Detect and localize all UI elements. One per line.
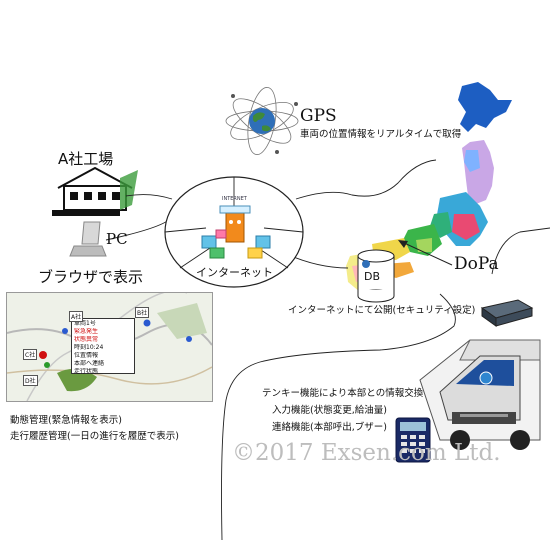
db-label: DB xyxy=(364,270,381,283)
popup-line: 本部へ連絡 xyxy=(74,360,105,367)
dopa-arrow-icon xyxy=(398,240,453,266)
gps-satellite-icon xyxy=(225,87,299,155)
pc-icon xyxy=(69,221,107,257)
factory-label: A社工場 xyxy=(58,150,114,168)
popup-line: 緊急発生 xyxy=(74,328,99,335)
popup-line: 走行状態 xyxy=(74,368,99,375)
db-caption: インターネットにて公開(セキュリティ設定) xyxy=(288,305,476,316)
map-marker-label[interactable]: A社 xyxy=(69,311,84,322)
internet-label: インターネット xyxy=(196,266,273,279)
pc-label: PC xyxy=(106,230,128,248)
browser-map-screenshot: 車両1号 緊急発生 状態異常 時刻10:24 位置情報 本部へ連絡 走行状態 A… xyxy=(6,292,213,402)
dopa-label: DoPa xyxy=(454,254,499,274)
truck-feature-3: 連絡機能(本部呼出,ブザー) xyxy=(272,422,387,433)
dopa-device-icon xyxy=(480,299,534,327)
connection-lines xyxy=(105,159,550,541)
gps-description: 車両の位置情報をリアルタイムで取得 xyxy=(300,129,462,140)
popup-line: 状態異常 xyxy=(74,336,99,343)
browser-feature-1: 動態管理(緊急情報を表示) xyxy=(10,415,122,426)
popup-line: 車両1号 xyxy=(74,320,96,327)
browser-label: ブラウザで表示 xyxy=(38,268,144,286)
factory-icon xyxy=(52,166,138,216)
internet-cloud xyxy=(164,176,304,288)
internet-sign: INTERNET xyxy=(222,196,247,202)
gps-title: GPS xyxy=(300,106,337,126)
copyright-watermark: ©2017 Exsen.com Ltd. xyxy=(232,440,501,466)
map-marker-label[interactable]: C社 xyxy=(23,349,38,360)
popup-line: 時刻10:24 xyxy=(74,344,104,351)
map-marker-label[interactable]: D社 xyxy=(23,375,38,386)
database-icon xyxy=(357,249,395,303)
popup-line: 位置情報 xyxy=(74,352,99,359)
keypad-terminal-icon xyxy=(395,417,431,463)
browser-feature-2: 走行履歴管理(一日の進行を履歴で表示) xyxy=(10,431,179,442)
map-marker-label[interactable]: B社 xyxy=(135,307,150,318)
truck-feature-1: テンキー機能により本部との情報交換 xyxy=(262,388,424,399)
vehicle-info-popup[interactable]: 車両1号 緊急発生 状態異常 時刻10:24 位置情報 本部へ連絡 走行状態 xyxy=(71,318,135,375)
truck-icon xyxy=(419,339,541,450)
truck-feature-2: 入力機能(状態変更,給油量) xyxy=(272,405,387,416)
